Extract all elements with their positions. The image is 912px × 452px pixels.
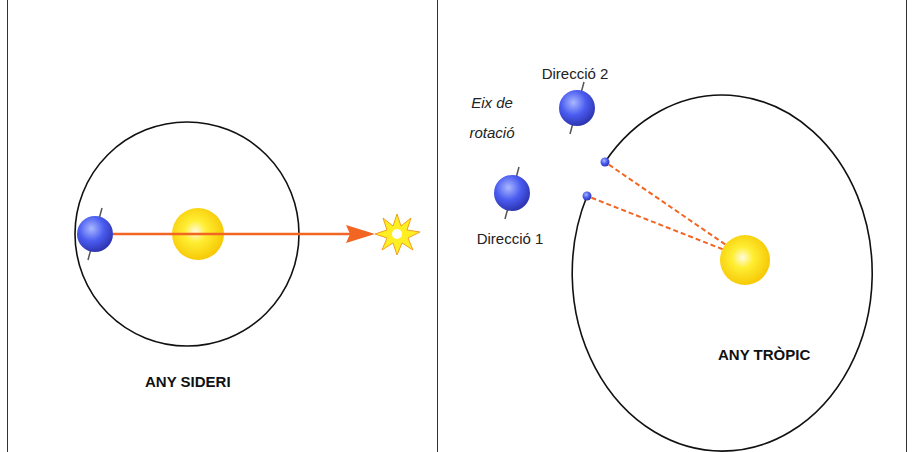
earth [494, 175, 530, 211]
direction-label: Direcció 1 [455, 230, 565, 248]
dashed-line [605, 162, 745, 258]
earth [77, 216, 113, 252]
panel: ANY SIDERI [7, 0, 438, 452]
earth-small [583, 192, 592, 201]
panel-title: ANY TRÒPIC [718, 346, 810, 363]
sight-line [113, 233, 350, 236]
axis-label: Eix de rotació [452, 88, 532, 148]
sun [720, 235, 770, 285]
orbit [572, 95, 872, 451]
arrowhead [346, 225, 375, 243]
dashed-line [587, 196, 745, 258]
panel-title: ANY SIDERI [145, 373, 231, 390]
star-core [392, 229, 402, 239]
earth [559, 90, 595, 126]
star [375, 214, 420, 255]
panel: ANY TRÒPIC [437, 0, 907, 452]
earth-small [601, 158, 610, 167]
direction-label: Direcció 2 [520, 65, 630, 83]
